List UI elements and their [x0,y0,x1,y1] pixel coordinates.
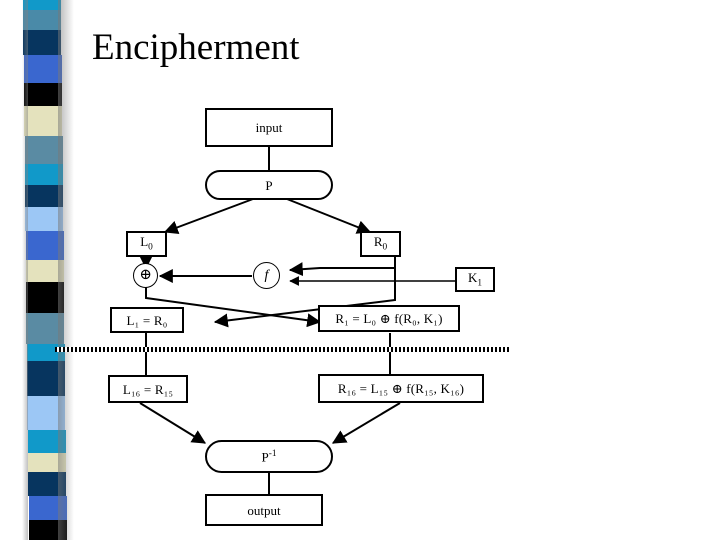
final-permutation-letter: P [261,449,269,465]
color-band [24,164,63,185]
node-final-permutation-label: P-1 [261,448,277,465]
node-initial-permutation[interactable]: P [205,170,333,200]
final-permutation-exponent: -1 [268,448,277,459]
node-r0-subscript: 0 [382,242,388,253]
edge-l16-to-pinv [139,402,206,444]
node-r16-equation-label: R₁₆ = L₁₅ ⊕ f(R₁₅, K₁₆) [337,381,465,396]
color-band [25,260,64,282]
color-band [27,430,66,453]
edge-p-to-l0 [163,198,254,235]
node-r0-label: R0 [373,234,388,253]
edge-xor-to-r1 [145,287,322,328]
node-l0[interactable]: L0 [126,231,167,257]
node-initial-permutation-label: P [265,177,273,193]
node-k1-label: K1 [467,269,483,289]
edge-p-to-r0 [286,198,372,234]
node-l16-equation[interactable]: L₁₆ = R₁₅ [108,375,188,403]
node-l16-equation-label: L₁₆ = R₁₅ [122,381,174,397]
node-output[interactable]: output [205,494,323,526]
edge-r16-to-pinv [331,402,401,444]
page-title: Encipherment [92,27,300,68]
color-band [24,136,63,164]
color-band [23,55,62,83]
color-band [28,453,67,472]
color-band [28,520,67,540]
color-band [24,106,63,136]
strip-drop-shadow [58,0,74,540]
node-final-permutation[interactable]: P-1 [205,440,333,473]
node-r16-equation[interactable]: R₁₆ = L₁₅ ⊕ f(R₁₅, K₁₆) [318,374,484,403]
strip-edge-shade [22,0,28,540]
edge-r0-to-l1 [213,262,396,328]
color-band [25,185,64,207]
color-band [25,207,64,231]
node-r1-equation[interactable]: R₁ = L₀ ⊕ f(R₀, K₁) [318,305,460,332]
node-l0-label: L0 [140,234,153,253]
decorative-color-strip [0,0,74,540]
node-f-function-label: f [264,267,269,283]
node-l1-equation-label: L₁ = R₀ [126,312,168,328]
edge-r0-to-f [288,257,396,277]
color-band [23,0,61,10]
xor-icon: ⊕ [139,267,152,283]
color-band [23,83,62,106]
node-r0[interactable]: R0 [360,231,401,257]
color-band [23,30,62,55]
node-l0-subscript: 0 [148,242,153,253]
node-l1-equation[interactable]: L₁ = R₀ [110,307,184,333]
node-output-label: output [247,502,281,518]
node-k1[interactable]: K1 [455,267,495,292]
color-band [25,231,64,260]
node-k1-subscript: 1 [477,278,483,289]
color-band [23,10,62,30]
node-input[interactable]: input [205,108,333,147]
color-band [26,282,65,313]
node-input-label: input [255,120,283,135]
node-f-function[interactable]: f [253,262,280,289]
node-xor-operator[interactable]: ⊕ [133,263,158,288]
rounds-ellipsis-separator [55,347,511,352]
node-r1-equation-label: R₁ = L₀ ⊕ f(R₀, K₁) [335,311,443,326]
